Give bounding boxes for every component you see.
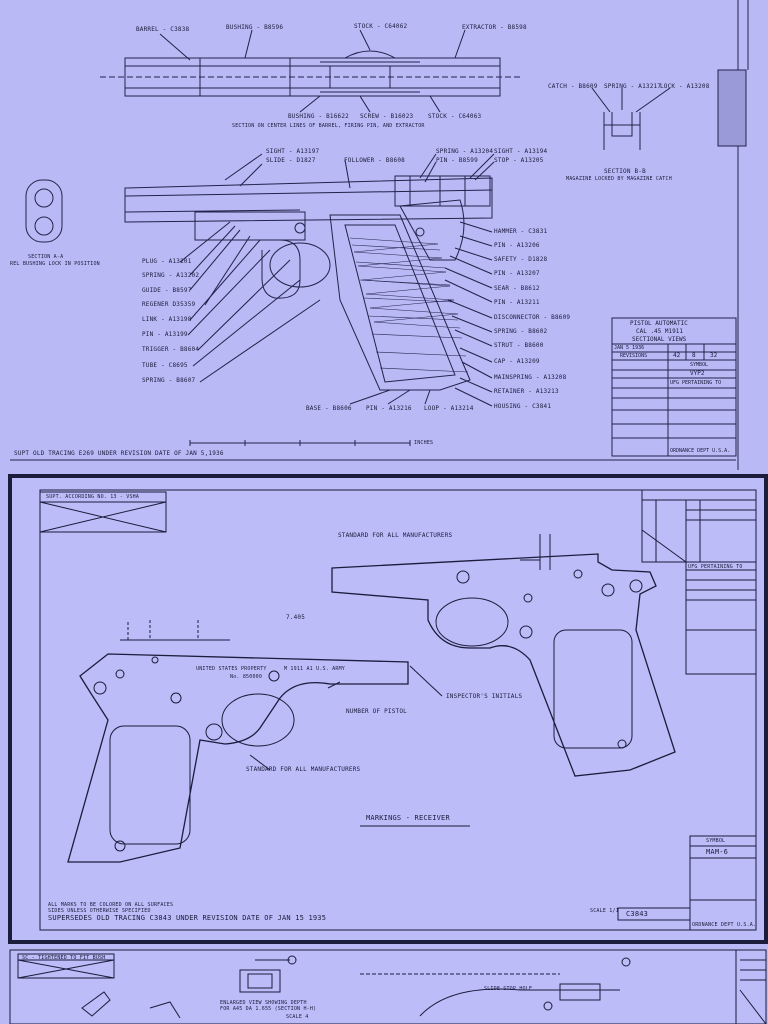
scale-label: SCALE 1/1 — [590, 908, 619, 914]
bottom-stamp-label: SC - TIGHTENED TO FIT BUSH — [22, 955, 106, 961]
section-bb-title: SECTION B-B — [604, 168, 646, 175]
label-housing: HOUSING - C3841 — [494, 403, 552, 410]
label-bushing2: BUSHING - B16622 — [288, 113, 349, 120]
title-code: VYP2 — [690, 370, 705, 377]
label-hammer: HAMMER - C3831 — [494, 228, 548, 235]
slide-detail-sheet: SC - TIGHTENED TO FIT BUSH ENLARGED VIEW… — [0, 944, 768, 1024]
label-tube: TUBE - C8695 — [142, 362, 188, 369]
label-sear: SEAR - B8612 — [494, 285, 540, 292]
label-lock: LOCK - A13208 — [660, 83, 710, 90]
drawing-number: C3843 — [626, 910, 649, 918]
us-property-marking: UNITED STATES PROPERTY — [196, 666, 267, 672]
section-aa-title: SECTION A-A — [28, 254, 64, 260]
title-scale: 8 — [692, 352, 696, 359]
label-extractor: EXTRACTOR - B8598 — [462, 24, 527, 31]
label-stop: STOP - A13205 — [494, 157, 544, 164]
label-catch: CATCH - B8609 — [548, 83, 598, 90]
label-spring-d: SPRING - B8602 — [494, 328, 548, 335]
markings-receiver-sheet: SUPT. ACCORDING NO. 13 - VSHA STANDARD F… — [0, 470, 768, 944]
label-slide: SLIDE - D1827 — [266, 157, 316, 164]
label-bushing: BUSHING - B8596 — [226, 24, 284, 31]
label-mainspring: MAINSPRING - A13208 — [494, 374, 567, 381]
enlarged-view-label: ENLARGED VIEW SHOWING DEPTH — [220, 1000, 307, 1006]
dimension-label: 7.405 — [286, 614, 306, 621]
supersedes-note: SUPERSEDES OLD TRACING C3843 UNDER REVIS… — [48, 914, 327, 922]
label-pin-b: PIN - B8599 — [436, 157, 478, 164]
number-of-pistol-label: NUMBER OF PISTOL — [346, 708, 407, 715]
enlarged-view-label-2: FOR A45 DA 1.655 (SECTION H-H) — [220, 1006, 317, 1012]
label-pin-g: PIN - A13216 — [366, 405, 412, 412]
title-office: ORDNANCE DEPT U.S.A. — [670, 448, 731, 454]
standard-all-manufacturers-label: STANDARD FOR ALL MANUFACTURERS — [246, 766, 361, 773]
label-plug: PLUG - A13201 — [142, 258, 192, 265]
label-link: LINK - A13198 — [142, 316, 192, 323]
title-symbol-label: SYMBOL — [706, 838, 726, 844]
label-guide: GUIDE - B8597 — [142, 287, 192, 294]
scale-bar-units: INCHES — [414, 440, 434, 446]
ordnance-office-label: ORDNANCE DEPT U.S.A. — [692, 922, 757, 928]
label-sight: SIGHT - A13197 — [266, 148, 320, 155]
section-aa-caption: REL BUSHING LOCK IN POSITION — [10, 261, 100, 267]
label-strut: STRUT - B8600 — [494, 342, 544, 349]
title-sheet: 42 — [673, 352, 681, 359]
sectional-views-drawing — [10, 0, 749, 470]
label-barrel: BARREL - C3838 — [136, 26, 190, 33]
slide-detail-drawing — [9, 949, 767, 1024]
model-marking: M 1911 A1 U.S. ARMY — [284, 666, 345, 672]
label-stock-top: STOCK - C64062 — [354, 23, 408, 30]
label-spring-a: SPRING - A13217 — [604, 83, 662, 90]
stamp-label: SUPT. ACCORDING NO. 13 - VSHA — [46, 494, 140, 500]
inspectors-initials-label: INSPECTOR'S INITIALS — [446, 693, 523, 700]
label-cap: CAP - A13209 — [494, 358, 540, 365]
label-loop: LOOP - A13214 — [424, 405, 474, 412]
label-pin-c: PIN - A13199 — [142, 331, 188, 338]
title-drawing: 32 — [710, 352, 718, 359]
label-screw: SCREW - B16023 — [360, 113, 414, 120]
markings-receiver-drawing — [8, 474, 768, 944]
label-spring-pin: SPRING - A13204 — [436, 148, 494, 155]
title-date: JAN 5 1936 — [614, 345, 645, 351]
label-disconnector: DISCONNECTOR - B8609 — [494, 314, 571, 321]
label-sight2: SIGHT - A13194 — [494, 148, 548, 155]
label-pin-e: PIN - A13207 — [494, 270, 540, 277]
label-pin-d: PIN - A13206 — [494, 242, 540, 249]
title-line-2: CAL .45 M1911 — [636, 328, 683, 335]
label-regener: REGENER D35359 — [142, 301, 196, 308]
bottom-scale-label: SCALE 4 — [286, 1014, 309, 1020]
slide-stop-hole-label: SLIDE STOP HOLE — [484, 986, 533, 992]
title-line-3: SECTIONAL VIEWS — [632, 336, 687, 343]
label-base: BASE - B8606 — [306, 405, 352, 412]
revision-note: SUPT OLD TRACING E269 UNDER REVISION DAT… — [14, 450, 224, 457]
title-symbol-code: MAM-6 — [706, 848, 729, 856]
section-caption: SECTION ON CENTER LINES OF BARREL, FIRIN… — [232, 123, 425, 129]
note-1: ALL MARKS TO BE COLORED ON ALL SURFACES — [48, 902, 174, 908]
section-bb-caption: MAGAZINE LOCKED BY MAGAZINE CATCH — [566, 176, 672, 182]
note-2: SIDES UNLESS OTHERWISE SPECIFIED — [48, 908, 151, 914]
sectional-views-sheet: BARREL - C3838 BUSHING - B8596 STOCK - C… — [0, 0, 768, 470]
standard-note: STANDARD FOR ALL MANUFACTURERS — [338, 532, 453, 539]
title-symbol: SYMBOL — [690, 362, 709, 368]
markings-receiver-title: MARKINGS - RECEIVER — [366, 814, 450, 822]
ufg-pertaining-label: UFG PERTAINING TO — [688, 564, 743, 570]
title-line-1: PISTOL AUTOMATIC — [630, 320, 688, 327]
title-pertaining: UFG PERTAINING TO — [670, 380, 722, 386]
label-spring-c: SPRING - B8607 — [142, 377, 196, 384]
label-pin-f: PIN - A13211 — [494, 299, 540, 306]
label-trigger: TRIGGER - B8604 — [142, 346, 200, 353]
title-revisions: REVISIONS — [620, 353, 648, 359]
label-safety: SAFETY - D1828 — [494, 256, 548, 263]
label-retainer: RETAINER - A13213 — [494, 388, 559, 395]
label-stock-bottom: STOCK - C64063 — [428, 113, 482, 120]
label-follower: FOLLOWER - B8608 — [344, 157, 405, 164]
label-spring-b: SPRING - A13202 — [142, 272, 200, 279]
serial-marking: No. 850000 — [230, 674, 263, 680]
